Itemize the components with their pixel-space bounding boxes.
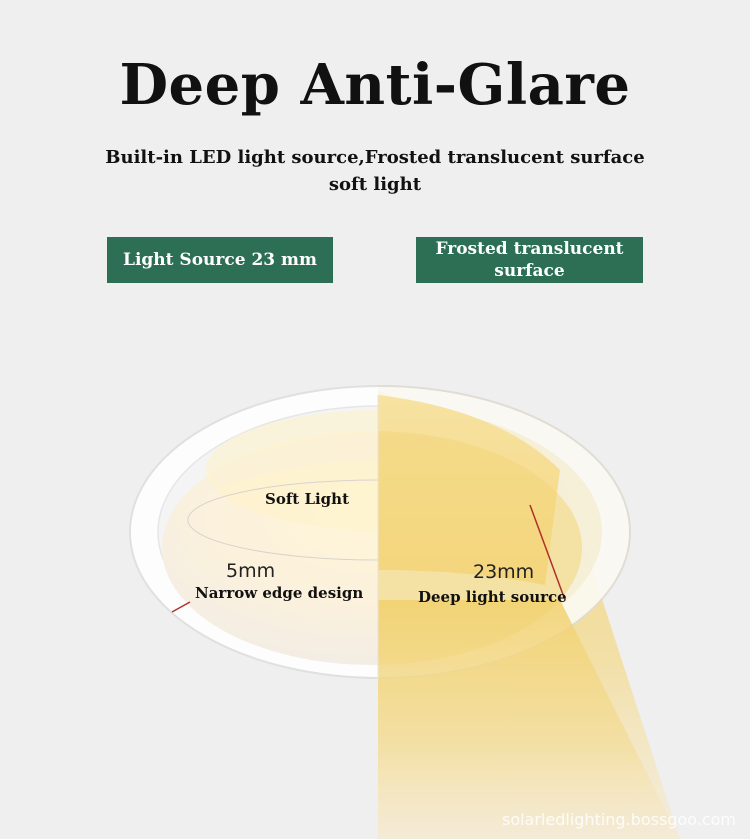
page-title: Deep Anti-Glare	[119, 52, 631, 118]
right-marker-line	[529, 504, 566, 601]
watermark: solarledlighting.bossgoo.com	[501, 810, 736, 829]
subtitle-line-1: Built-in LED light source,Frosted transl…	[105, 147, 645, 168]
badge-light-source: Light Source 23 mm	[107, 237, 333, 283]
badge-frosted-surface: Frosted translucent surface	[416, 237, 643, 283]
subtitle-line-2: soft light	[328, 174, 422, 195]
left-measure: 5mm	[226, 560, 276, 582]
left-marker-line	[171, 601, 191, 613]
soft-light-label: Soft Light	[265, 490, 350, 508]
right-measure: 23mm	[473, 561, 535, 583]
deep-light-label: Deep light source	[418, 588, 567, 606]
subtitle: Built-in LED light source,Frosted transl…	[40, 144, 710, 198]
fixture-right-half	[378, 385, 680, 839]
narrow-edge-label: Narrow edge design	[195, 584, 364, 602]
fixture-left-half	[129, 385, 378, 679]
